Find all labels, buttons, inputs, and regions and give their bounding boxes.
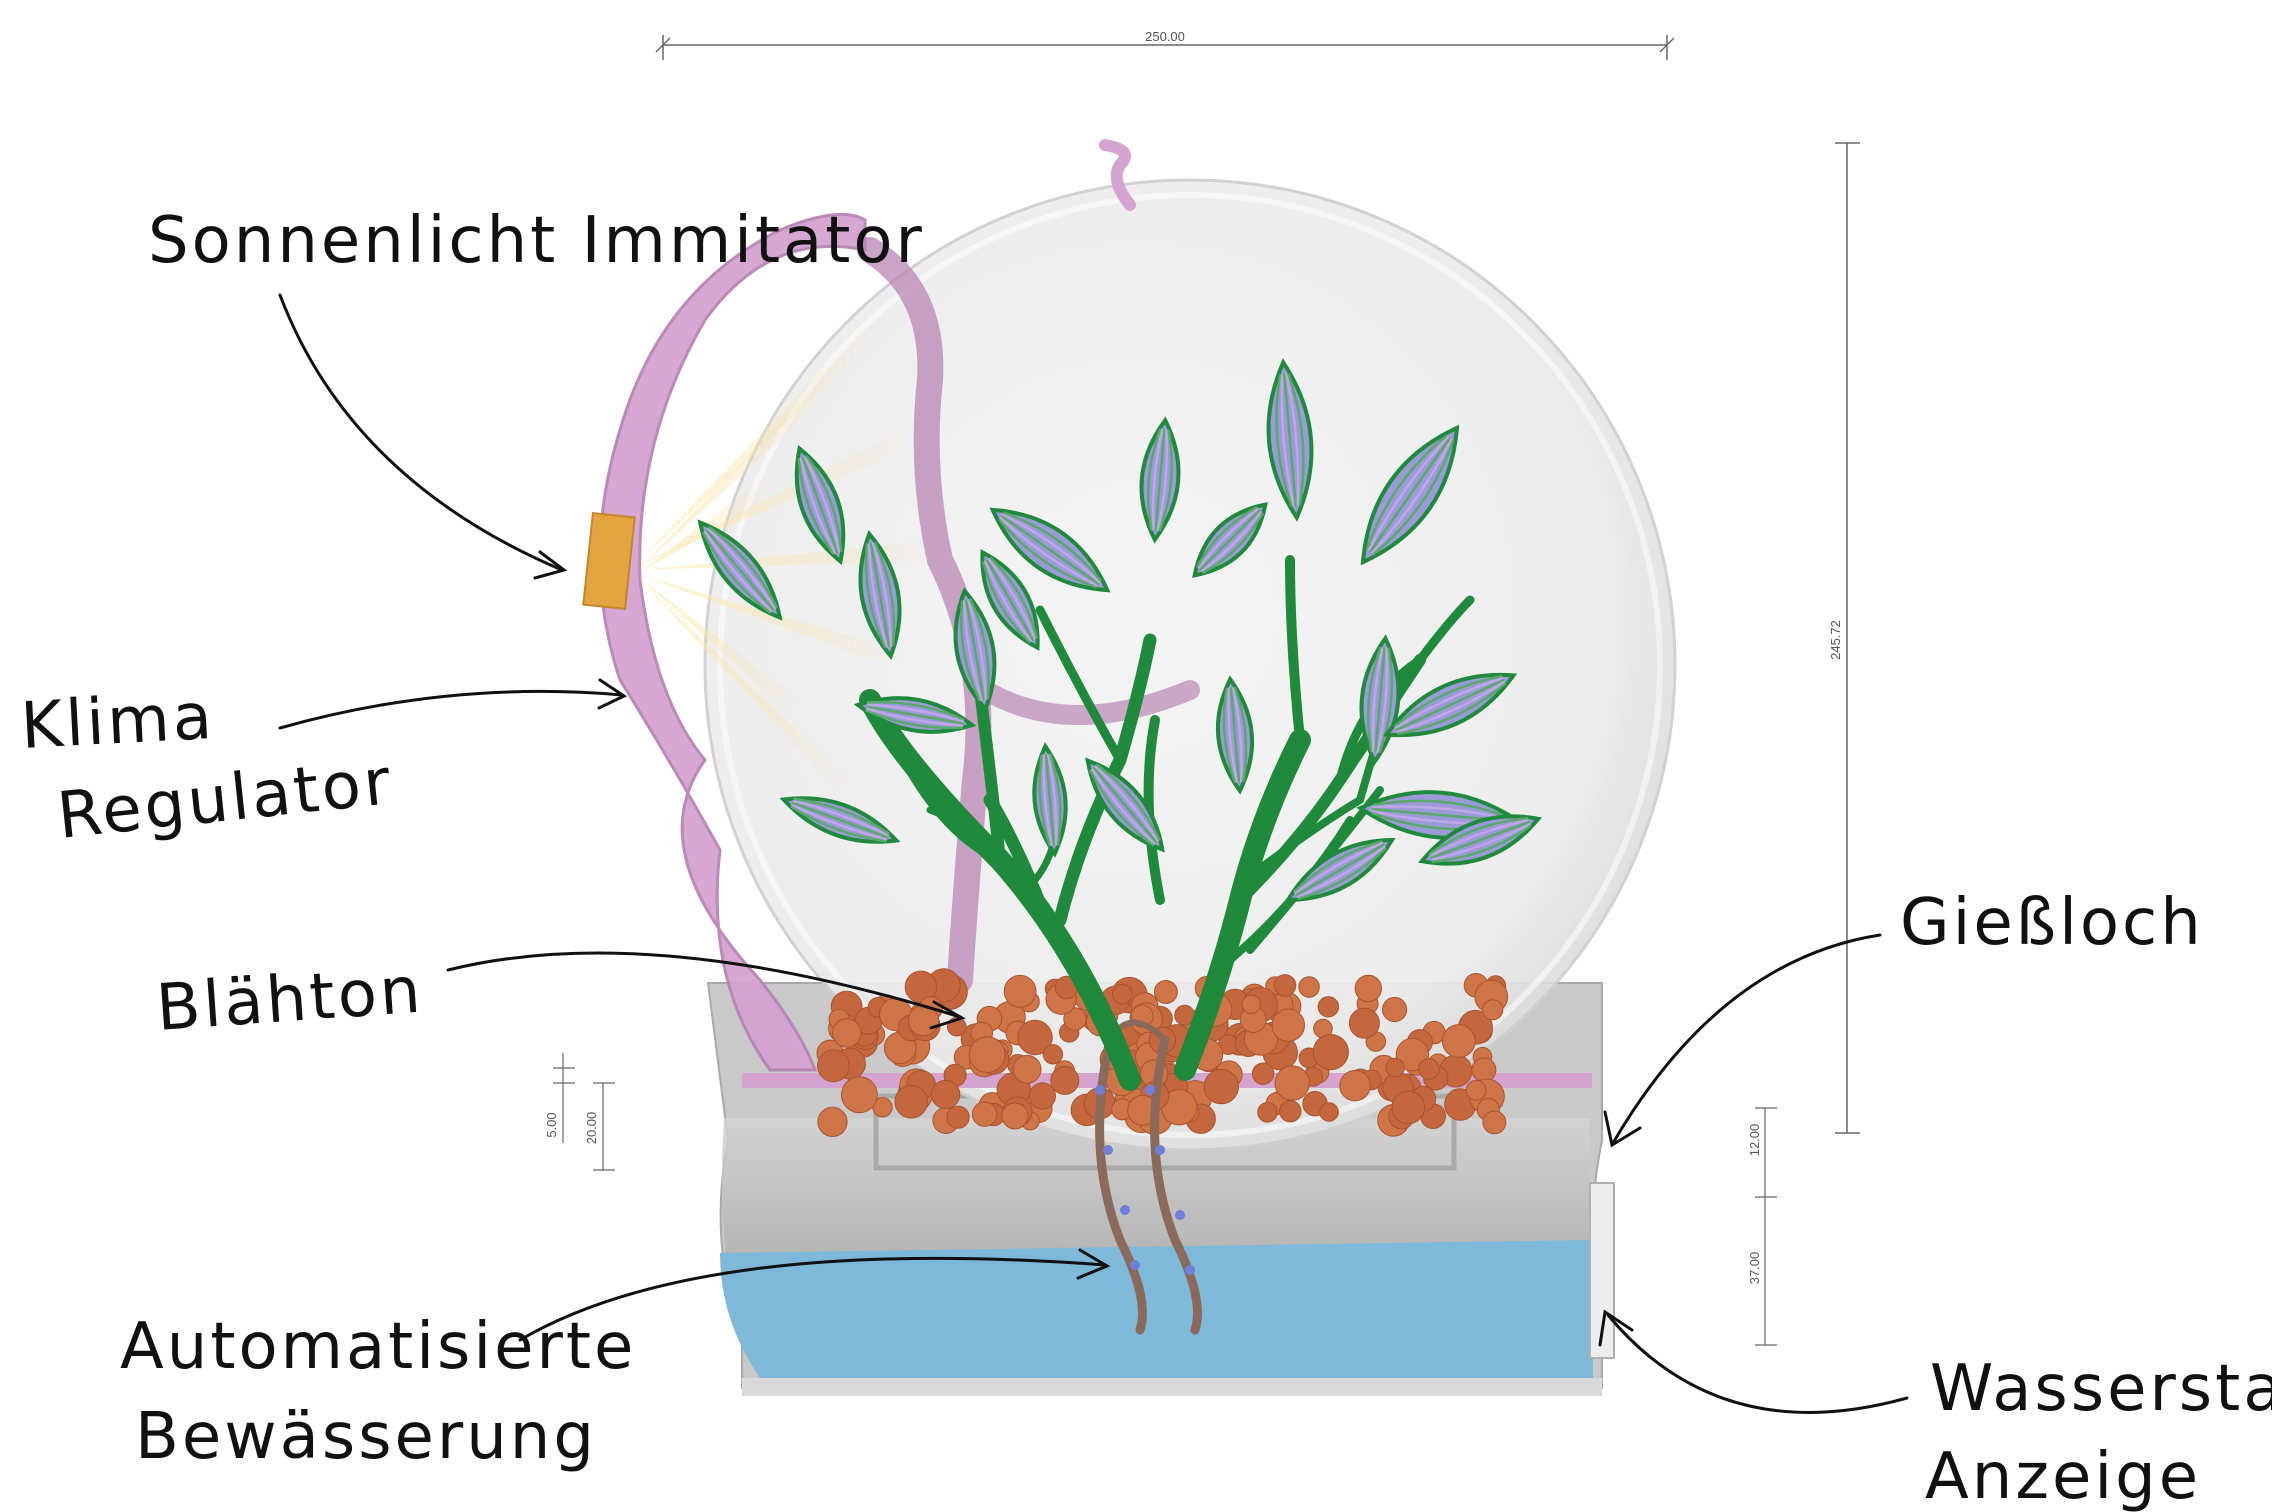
dimension-height-label: 245.72 <box>1828 620 1843 660</box>
sunlight-lamp <box>583 513 634 609</box>
clay-pebble <box>1483 1111 1506 1134</box>
dimension-width: 250.00 <box>656 29 1674 60</box>
clay-pebble <box>1154 981 1177 1004</box>
clay-pebble <box>818 1107 847 1136</box>
clay-pebble <box>818 1050 850 1082</box>
clay-pebble <box>1280 1101 1301 1122</box>
label-clay-pebbles: Blähton <box>154 953 426 1045</box>
clay-pebble <box>842 1077 878 1113</box>
clay-pebble <box>1258 1103 1278 1123</box>
clay-pebble <box>1274 975 1296 997</box>
clay-pebble <box>1051 1066 1079 1094</box>
clay-pebble <box>1392 1091 1425 1124</box>
clay-pebble <box>972 1102 996 1126</box>
dimension-width-label: 250.00 <box>1145 29 1185 44</box>
clay-pebble <box>1313 1035 1348 1070</box>
label-irrigation-line2: Bewässerung <box>135 1400 597 1474</box>
clay-pebble <box>1242 995 1260 1013</box>
label-climate-line2: Regulator <box>54 745 397 854</box>
clay-pebble <box>1204 1069 1238 1103</box>
clay-pebble <box>1029 1083 1055 1109</box>
dimension-small-2: 20.00 <box>584 1112 599 1145</box>
clay-pebble <box>1043 1045 1062 1064</box>
clay-pebble <box>1252 1063 1273 1084</box>
clay-pebble <box>1340 1071 1370 1101</box>
clay-pebble <box>1349 1008 1379 1038</box>
clay-pebble <box>1113 984 1133 1004</box>
label-climate-line1: Klima <box>19 680 217 764</box>
clay-pebble <box>895 1086 928 1119</box>
label-sunlight-imitator: Sonnenlicht Immitator <box>148 204 925 278</box>
clay-pebble <box>1466 1080 1486 1100</box>
dimension-small-1: 5.00 <box>544 1112 559 1137</box>
clay-pebble <box>1472 1058 1496 1082</box>
label-water-level-line2: Anzeige <box>1925 1440 2201 1512</box>
dimension-right-1: 12.00 <box>1747 1124 1762 1157</box>
clay-pebble <box>1383 997 1407 1021</box>
label-water-level-line1: Wasserstand <box>1930 1352 2272 1426</box>
dimension-right-2: 37.00 <box>1747 1252 1762 1285</box>
clay-pebble <box>1004 975 1036 1007</box>
dimension-right-small: 12.00 37.00 <box>1747 1108 1777 1345</box>
clay-pebble <box>1419 1059 1440 1080</box>
arrow-climate <box>280 691 622 728</box>
label-watering-hole: Gießloch <box>1900 886 2204 960</box>
dimension-small-left: 5.00 20.00 <box>544 1053 615 1170</box>
clay-pebble <box>1299 977 1319 997</box>
label-irrigation-line1: Automatisierte <box>120 1310 636 1384</box>
clay-pebble <box>1483 1000 1503 1020</box>
clay-pebble <box>833 1019 861 1047</box>
arrow-sunlight <box>280 295 562 570</box>
clay-pebble <box>1272 1009 1304 1041</box>
clay-pebble <box>1355 975 1381 1001</box>
clay-pebble <box>1318 997 1338 1017</box>
clay-pebble <box>1013 1055 1041 1083</box>
clay-pebble <box>1386 1058 1405 1077</box>
clay-pebble <box>947 1106 969 1128</box>
clay-pebble <box>931 1080 959 1108</box>
dimension-height: 245.72 <box>1828 143 1860 1133</box>
clay-pebble <box>969 1037 1005 1073</box>
clay-pebble <box>1442 1025 1475 1058</box>
clay-pebble <box>1320 1103 1339 1122</box>
clay-pebble <box>1275 1066 1309 1100</box>
clay-pebble <box>1002 1103 1028 1129</box>
arrow-water-level <box>1608 1315 1907 1412</box>
arrow-gieloch <box>1613 935 1880 1143</box>
